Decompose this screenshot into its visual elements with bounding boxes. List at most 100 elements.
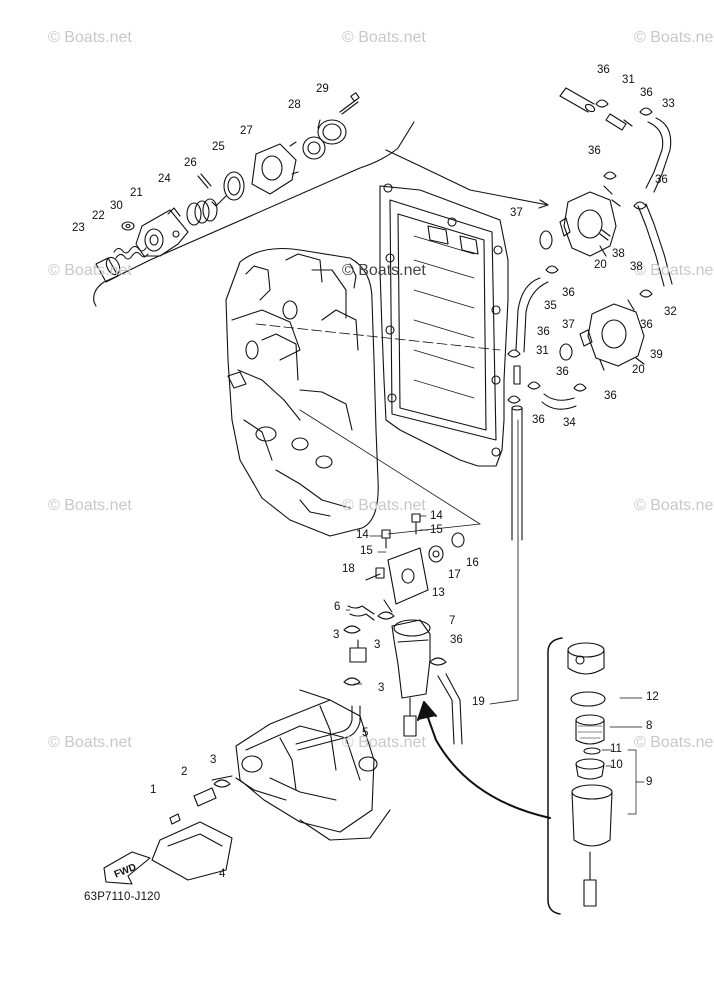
spring-part — [113, 245, 149, 260]
bolt-14-b — [381, 529, 391, 549]
callout-10: 10 — [610, 759, 623, 771]
screw-part — [339, 92, 360, 115]
o-ring-12 — [570, 691, 606, 707]
fuel-pump-upper — [559, 185, 621, 257]
callout-2: 2 — [181, 766, 188, 778]
hose-upper-right — [559, 87, 596, 113]
callout-23: 23 — [72, 222, 85, 234]
callout-36: 36 — [588, 145, 601, 157]
callout-25: 25 — [212, 141, 225, 153]
bolt-18 — [365, 567, 385, 581]
watermark: © Boats.net — [342, 29, 426, 46]
callout-15: 15 — [360, 545, 373, 557]
pump-cover-part — [251, 141, 299, 195]
callout-39: 39 — [650, 349, 663, 361]
callout-30: 30 — [110, 200, 123, 212]
bolt-38-upper — [599, 229, 611, 241]
callout-16: 16 — [466, 557, 479, 569]
end-cap-part — [317, 119, 347, 145]
callout-6: 6 — [334, 601, 341, 613]
clip-parts-lower — [507, 265, 653, 404]
watermark: © Boats.net — [634, 262, 714, 279]
hose-1-2-4 — [151, 779, 233, 881]
watermark: © Boats.net — [342, 497, 426, 514]
callout-38: 38 — [612, 248, 625, 260]
callout-26: 26 — [184, 157, 197, 169]
callout-37: 37 — [510, 207, 523, 219]
callout-31: 31 — [622, 74, 635, 86]
gasket-part — [302, 136, 326, 160]
callout-11: 11 — [610, 743, 622, 755]
diaphragm-spring-part — [186, 198, 218, 226]
callout-36: 36 — [532, 414, 545, 426]
hose-33 — [645, 117, 672, 193]
bracket-13 — [383, 547, 429, 613]
callout-38: 38 — [630, 261, 643, 273]
callout-3: 3 — [374, 639, 381, 651]
fwd-arrow: FWD — [103, 851, 151, 885]
watermark: © Boats.net — [48, 497, 132, 514]
engine-block — [225, 247, 379, 537]
callout-13: 13 — [432, 587, 445, 599]
hose-5 — [295, 705, 361, 751]
callout-1: 1 — [150, 784, 157, 796]
cup-10 — [575, 758, 605, 780]
clip-36-filter — [429, 657, 447, 666]
callout-20: 20 — [632, 364, 645, 376]
callout-35: 35 — [544, 300, 557, 312]
filter-head — [567, 642, 605, 675]
callout-9: 9 — [646, 776, 653, 788]
callout-22: 22 — [92, 210, 105, 222]
pump-lower — [579, 299, 645, 371]
long-tube — [511, 405, 523, 541]
bolt-14-a — [411, 513, 421, 535]
callout-8: 8 — [646, 720, 653, 732]
hose-6 — [347, 605, 375, 621]
callout-36: 36 — [640, 319, 653, 331]
fuel-pump-group-bracket — [93, 121, 549, 307]
callout-3: 3 — [210, 754, 217, 766]
callout-4: 4 — [219, 868, 226, 880]
filter-element-8 — [575, 714, 605, 745]
hose-34 — [541, 393, 577, 410]
fuel-filter-7 — [391, 619, 431, 737]
watermark: © Boats.net — [48, 262, 132, 279]
cylinder-head-cover — [379, 183, 509, 467]
grommet-17 — [428, 545, 444, 563]
diagram-code: 63P7110-J120 — [84, 891, 161, 903]
callout-36: 36 — [597, 64, 610, 76]
watermark: © Boats.net — [48, 734, 132, 751]
callout-12: 12 — [646, 691, 659, 703]
pump-body-part — [135, 207, 189, 257]
callout-31: 31 — [536, 345, 549, 357]
pin-part — [197, 173, 212, 189]
callout-37: 37 — [562, 319, 575, 331]
callout-14: 14 — [430, 510, 443, 522]
callout-27: 27 — [240, 125, 253, 137]
callout-36: 36 — [556, 366, 569, 378]
callout-36: 36 — [604, 390, 617, 402]
clip-3-items — [343, 611, 395, 686]
callout-19: 19 — [472, 696, 485, 708]
diaphragm-part — [211, 171, 245, 207]
callout-14: 14 — [356, 529, 369, 541]
hose-35 — [515, 277, 549, 353]
callout-15: 15 — [430, 524, 443, 536]
callout-36: 36 — [562, 287, 575, 299]
callout-32: 32 — [664, 306, 677, 318]
callout-17: 17 — [448, 569, 461, 581]
watermark: © Boats.net — [634, 734, 714, 751]
o-ring-37-upper — [539, 230, 553, 250]
joint-31-lower — [513, 365, 521, 385]
callout-3: 3 — [333, 629, 340, 641]
callout-36: 36 — [537, 326, 550, 338]
watermark: © Boats.net — [634, 497, 714, 514]
callout-5: 5 — [362, 727, 369, 739]
hose-19 — [437, 673, 463, 745]
o-ring-11 — [583, 747, 601, 755]
label-leaders — [345, 515, 645, 815]
washer-part — [121, 221, 135, 231]
filter-bowl-9 — [571, 784, 613, 907]
flow-arrow-head — [417, 701, 437, 721]
